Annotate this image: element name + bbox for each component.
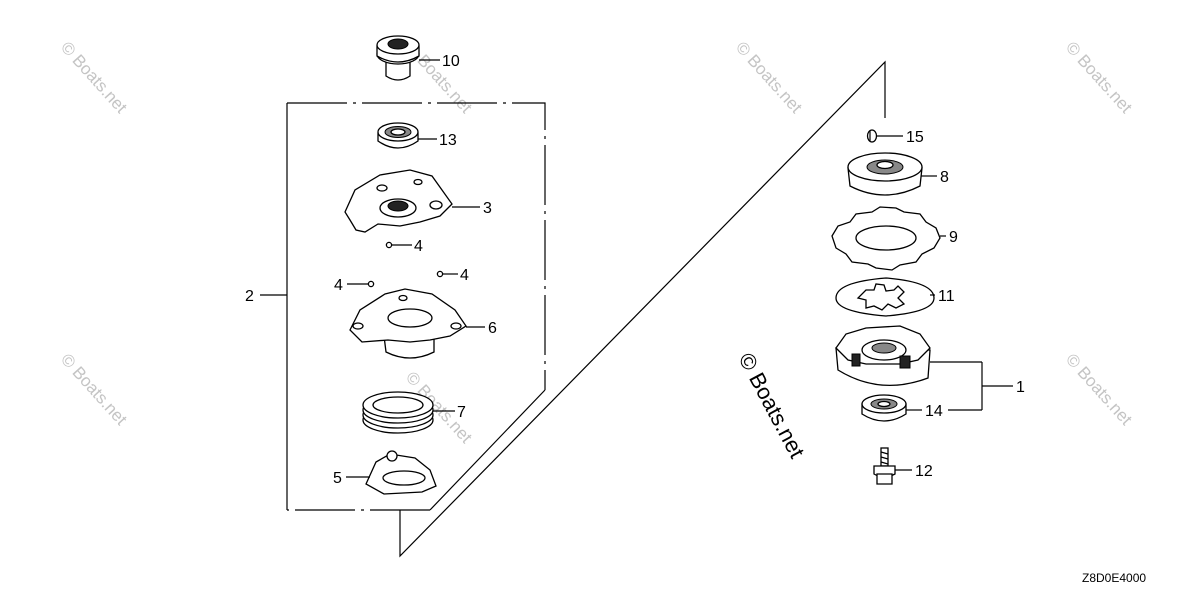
- watermark-main: © Boats.net: [734, 349, 810, 463]
- callout-1: 1: [1016, 379, 1025, 396]
- watermark-faint: © Boats.net: [57, 350, 131, 429]
- part-3-plate: [344, 169, 453, 233]
- assembly-bracket: [286, 60, 886, 558]
- callout-3: 3: [483, 200, 492, 217]
- callout-7: 7: [457, 404, 466, 421]
- callout-4: 4: [414, 238, 423, 255]
- callout-9: 9: [949, 229, 958, 246]
- part-14-bearing: [861, 394, 907, 422]
- part-5-clip: [365, 450, 437, 495]
- part-11-disk: [835, 277, 935, 317]
- watermark-faint: © Boats.net: [732, 38, 806, 117]
- callout-14: 14: [925, 403, 943, 420]
- part-9-gear: [831, 206, 941, 271]
- part-1-housing: [835, 325, 931, 387]
- part-13-bearing: [377, 122, 419, 149]
- part-10-cap: [376, 35, 420, 81]
- callout-5: 5: [333, 470, 342, 487]
- callout-6: 6: [488, 320, 497, 337]
- watermark-faint: © Boats.net: [1062, 38, 1136, 117]
- callout-2: 2: [245, 288, 254, 305]
- part-6-plate: [349, 288, 467, 359]
- watermark-faint: © Boats.net: [1062, 350, 1136, 429]
- callout-numbers: 10 13 3 4 4 4 6 7 5 2 15 8 9 11 1 14 12: [245, 53, 1025, 487]
- callout-4: 4: [334, 277, 343, 294]
- callout-11: 11: [938, 288, 955, 305]
- leader-lines: [260, 59, 1013, 478]
- callout-4: 4: [460, 267, 469, 284]
- part-8-reel: [847, 152, 923, 196]
- callout-8: 8: [940, 169, 949, 186]
- diagram-code: Z8D0E4000: [1082, 571, 1146, 585]
- faint-watermarks: © Boats.net © Boats.net © Boats.net © Bo…: [57, 38, 1136, 447]
- callout-15: 15: [906, 129, 924, 146]
- watermark-faint: © Boats.net: [57, 38, 131, 117]
- part-7-spring: [362, 391, 434, 434]
- part-15-cap: [866, 129, 878, 143]
- callout-12: 12: [915, 463, 933, 480]
- callout-10: 10: [442, 53, 460, 70]
- part-4-balls: [367, 241, 444, 288]
- part-12-bolt: [873, 447, 896, 485]
- callout-13: 13: [439, 132, 457, 149]
